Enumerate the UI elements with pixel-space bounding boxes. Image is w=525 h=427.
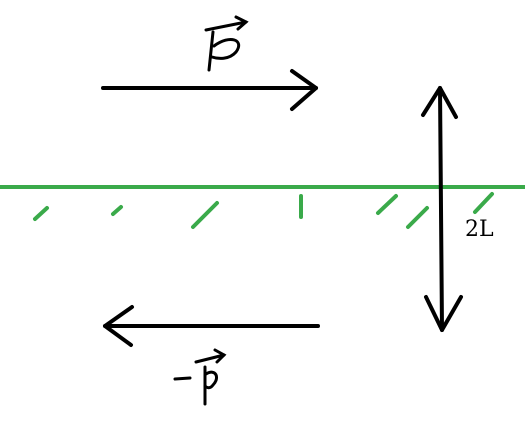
arrow-left-icon bbox=[103, 305, 320, 347]
arrow-right-icon bbox=[101, 69, 318, 111]
handwritten-p-glyph bbox=[207, 30, 241, 72]
handwritten-p-glyph bbox=[203, 365, 218, 406]
hatch-mark bbox=[376, 194, 398, 215]
vector-overline-icon bbox=[194, 348, 227, 364]
hatch-mark bbox=[191, 201, 219, 229]
top-vector-label: p bbox=[0, 0, 249, 72]
top-vector-text: p bbox=[0, 0, 1, 1]
bottom-vector-text: −p bbox=[0, 0, 2, 1]
bottom-vector-label: −p bbox=[0, 0, 227, 406]
minus-sign-icon bbox=[173, 376, 192, 381]
hatch-mark bbox=[406, 206, 429, 229]
hatch-mark bbox=[111, 205, 123, 216]
double-vertical-arrow-icon bbox=[421, 86, 463, 332]
height-label: 2L bbox=[465, 217, 494, 242]
hatch-mark bbox=[33, 206, 49, 221]
vector-overline-icon bbox=[204, 15, 249, 32]
surface-hatching bbox=[33, 192, 494, 229]
hatch-mark bbox=[473, 192, 494, 214]
